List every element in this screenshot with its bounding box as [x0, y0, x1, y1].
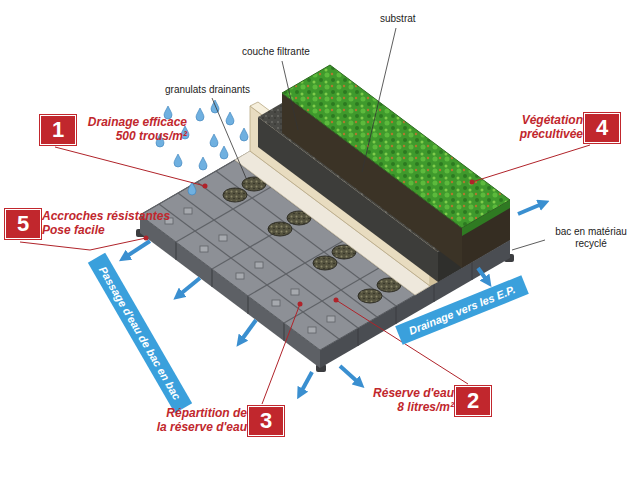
callout-description: Accroches résistantes Pose facile [42, 209, 177, 237]
callout-box: 2Réserve d'eau 8 litres/m² [455, 386, 491, 416]
part-label: substrat [380, 13, 440, 25]
callout-number: 3 [249, 407, 283, 435]
part-label: granulats drainants [165, 84, 265, 96]
callout-description: Réserve d'eau 8 litres/m² [366, 386, 454, 414]
callout-description: Drainage efficace 500 trous/m² [77, 115, 187, 143]
callout-box: 4Végétation précultivée [584, 113, 620, 143]
callout-number: 2 [456, 387, 490, 415]
callout-number: 5 [6, 210, 40, 238]
part-label: bac en matériau recyclé [548, 226, 634, 250]
band-label: Passage d'eau de bac en bac [88, 253, 192, 414]
part-label: couche filtrante [242, 46, 332, 58]
callout-number: 4 [585, 114, 619, 142]
water-flow-band: Passage d'eau de bac en bac [88, 253, 192, 414]
callout-box: 5Accroches résistantes Pose facile [5, 209, 41, 239]
callout-box: 1Drainage efficace 500 trous/m² [40, 115, 76, 145]
callout-number: 1 [41, 116, 75, 144]
callout-box: 3Répartition de la réserve d'eau [248, 406, 284, 436]
callout-description: Répartition de la réserve d'eau [155, 406, 247, 434]
callout-description: Végétation précultivée [503, 113, 583, 141]
